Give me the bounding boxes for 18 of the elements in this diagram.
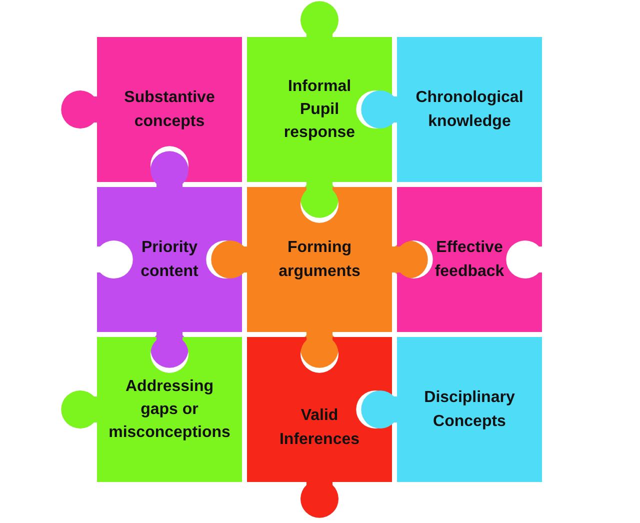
puzzle-piece (61, 37, 242, 182)
piece-label: Chronological knowledge (416, 88, 524, 132)
puzzle-piece (361, 337, 542, 482)
puzzle-piece (97, 151, 242, 368)
puzzle-piece (397, 187, 542, 332)
piece-label: Forming arguments (278, 238, 362, 282)
piece-label: Addressing gaps or misconceptions (108, 376, 230, 444)
piece-label: Valid Inferences (278, 406, 361, 450)
puzzle-piece (61, 337, 242, 482)
puzzle-piece (211, 187, 428, 368)
puzzle-piece (361, 37, 542, 182)
piece-label: Effective feedback (434, 238, 506, 282)
piece-label: Disciplinary Concepts (423, 388, 516, 432)
piece-label: Informal Pupil response (282, 76, 356, 144)
puzzle-piece (247, 337, 392, 518)
piece-label: Substantive concepts (123, 88, 216, 132)
puzzle-piece (247, 1, 392, 218)
piece-label: Priority content (140, 238, 200, 282)
